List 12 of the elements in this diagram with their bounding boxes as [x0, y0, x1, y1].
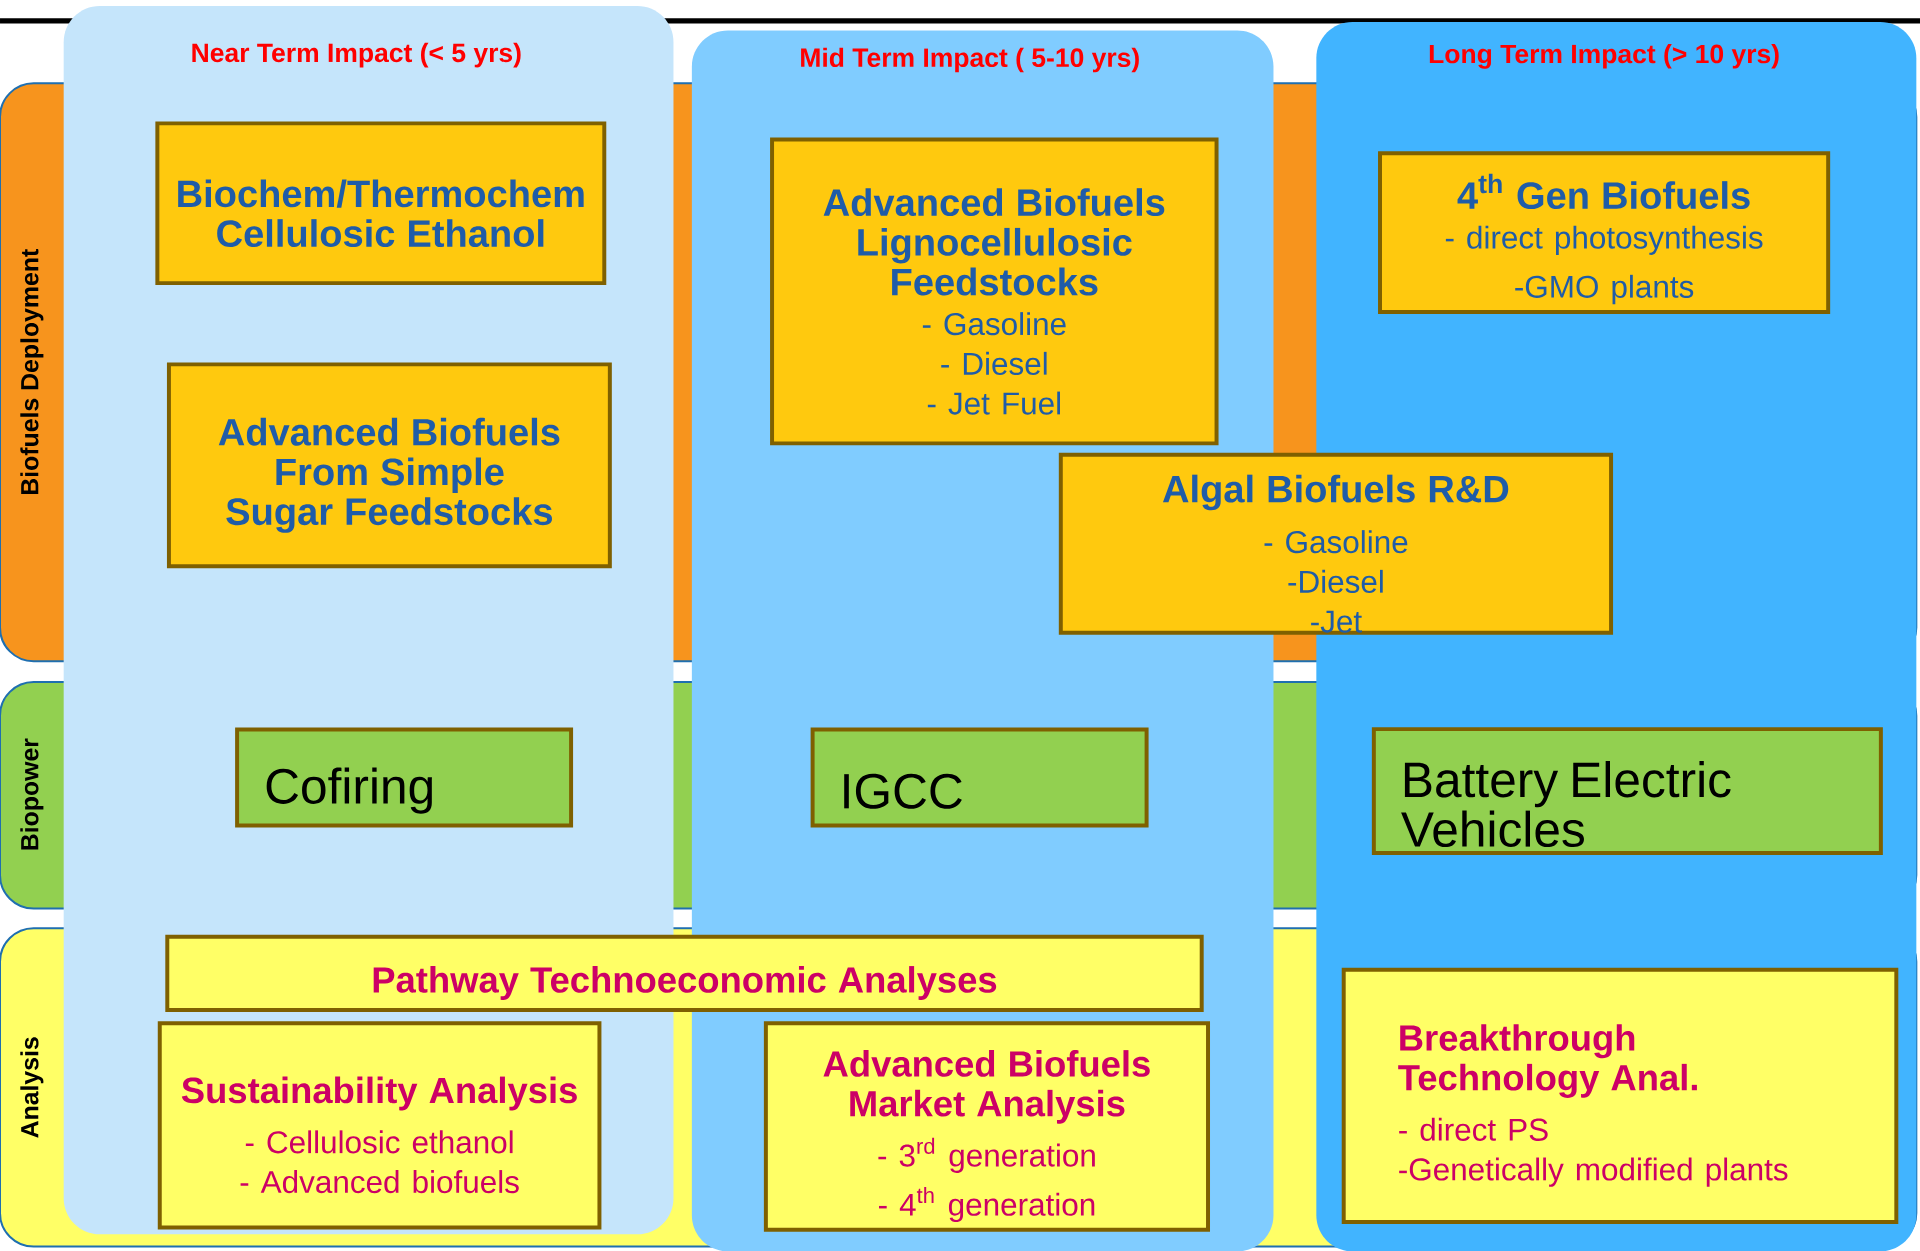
analysis-box: Breakthrough Technology Anal. - direct PS -Genetically modified plants	[1341, 967, 1899, 1224]
process-box: Advanced Biofuels Lignocellulosic Feedstocks - Gasoline - Diesel - Jet Fuel	[770, 137, 1219, 446]
process-box: IGCC	[810, 727, 1149, 828]
analysis-box: Sustainability Analysis - Cellulosic ethanol - Advanced biofuels	[157, 1021, 602, 1230]
analysis-box: Advanced Biofuels Market Analysis - 3$^{rd}$ generation - 4$^{th}$ generation	[763, 1021, 1210, 1232]
process-box: Cofiring	[235, 727, 574, 828]
analysis-box: Pathway Technoeconomic Analyses	[165, 934, 1204, 1012]
process-box: Algal Biofuels R&D - Gasoline -Diesel -Jet	[1058, 452, 1614, 635]
process-box: Battery Electric Vehicles	[1371, 726, 1883, 855]
process-box: $\text{4}^{\text{th}}\text{ Gen Biofuels}$ - direct photosynthesis -GMO plants	[1378, 151, 1831, 314]
process-box: Biochem/Thermochem Cellulosic Ethanol	[155, 121, 607, 285]
process-box: Advanced Biofuels From Simple Sugar Feedstocks	[166, 362, 612, 568]
